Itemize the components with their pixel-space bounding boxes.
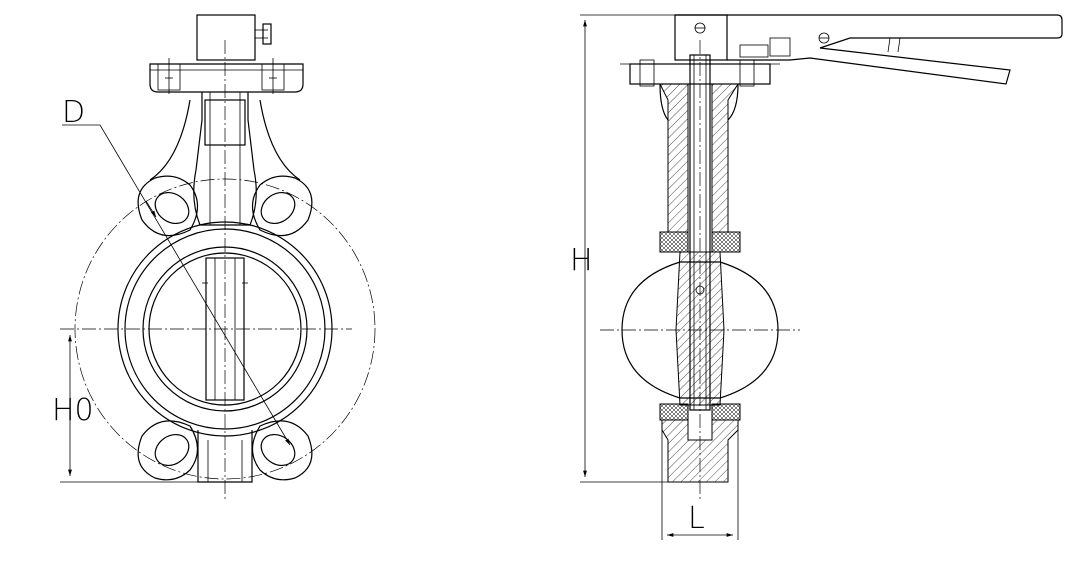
center-height-label: H0 xyxy=(52,393,94,428)
overall-height-label: H xyxy=(570,243,593,278)
neck-section-left xyxy=(659,83,689,233)
lever-handle xyxy=(675,14,1063,85)
top-flange xyxy=(149,63,304,93)
handle-block xyxy=(674,14,728,61)
neck-section-right xyxy=(711,83,739,233)
bottom-section xyxy=(661,419,739,483)
front-view: D H0 xyxy=(52,14,376,500)
diameter-leader xyxy=(99,124,291,446)
side-view: H L xyxy=(570,14,1063,540)
diameter-label: D xyxy=(62,95,85,130)
lower-right-lug xyxy=(251,420,313,481)
actuator-stub xyxy=(196,14,256,61)
upper-right-lug xyxy=(251,175,313,237)
lower-left-lug xyxy=(137,420,199,481)
upper-left-lug xyxy=(137,175,199,237)
face-length-label: L xyxy=(688,501,705,536)
